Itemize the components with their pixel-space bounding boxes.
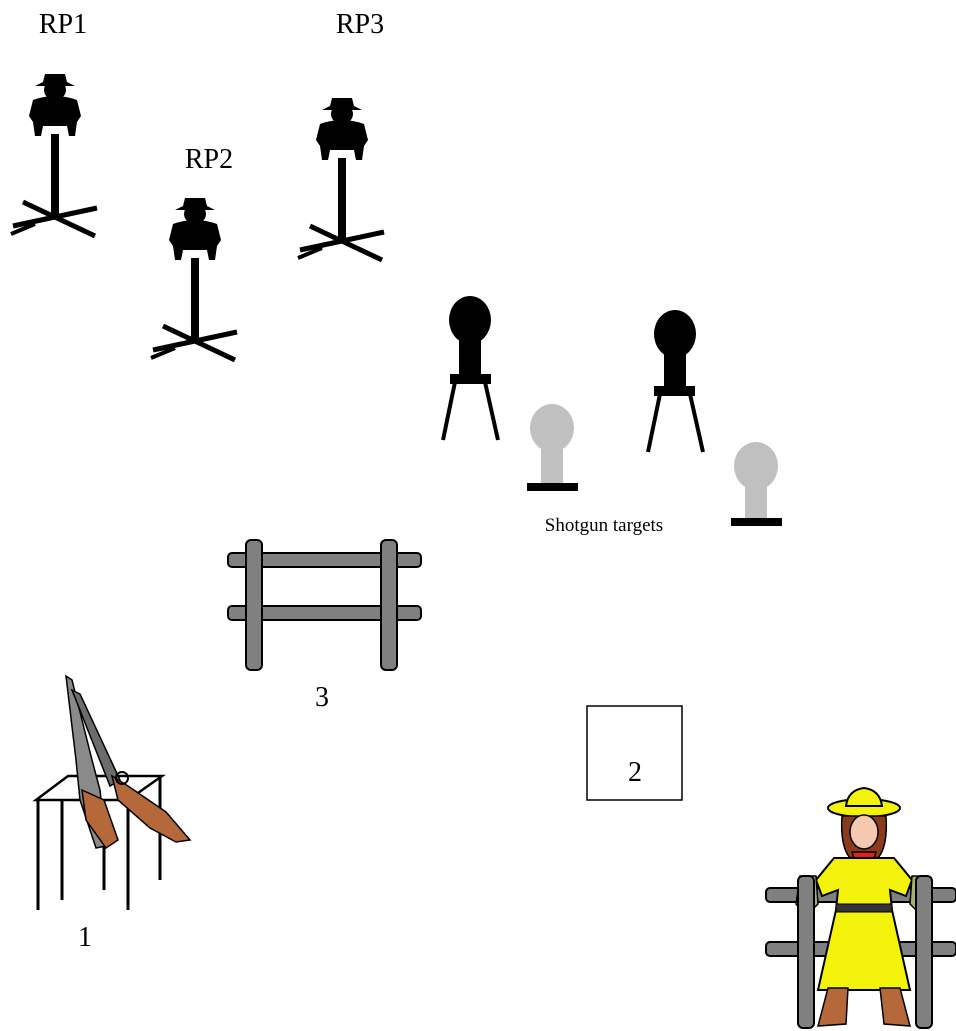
- shotgun-target-standing-1: [441, 296, 500, 441]
- station-3-label: 3: [315, 682, 329, 713]
- shotgun-target-standing-2: [646, 310, 705, 453]
- station-2-label: 2: [628, 757, 642, 788]
- cowgirl-shooter-icon: [765, 786, 956, 1029]
- rp1-label: RP1: [39, 9, 87, 40]
- rifle-target-rp2: RP2: [151, 144, 237, 360]
- station-2-box: 2: [586, 705, 683, 801]
- station-1-gun-table: 1: [32, 674, 192, 953]
- gun-rack-table-icon: [32, 674, 192, 910]
- station-1-label: 1: [78, 922, 92, 953]
- shotgun-targets-label: Shotgun targets: [545, 515, 663, 536]
- knockdown-target-icon: [449, 296, 491, 344]
- shotgun-target-knockdown-1: [527, 404, 578, 491]
- rp3-label: RP3: [336, 9, 384, 40]
- knockdown-target-icon: [654, 310, 696, 358]
- silhouette-target-icon: [151, 198, 237, 360]
- rifle-target-rp1: RP1: [11, 9, 97, 236]
- silhouette-target-icon: [11, 74, 97, 236]
- station-3-fence: 3: [227, 539, 422, 713]
- rifle-target-rp3: RP3: [298, 9, 384, 260]
- rp2-label: RP2: [185, 144, 233, 175]
- fence-icon: [227, 539, 422, 671]
- silhouette-target-icon: [298, 98, 384, 260]
- shooter-at-fence: [765, 786, 956, 1029]
- shotgun-target-knockdown-2: [731, 442, 782, 526]
